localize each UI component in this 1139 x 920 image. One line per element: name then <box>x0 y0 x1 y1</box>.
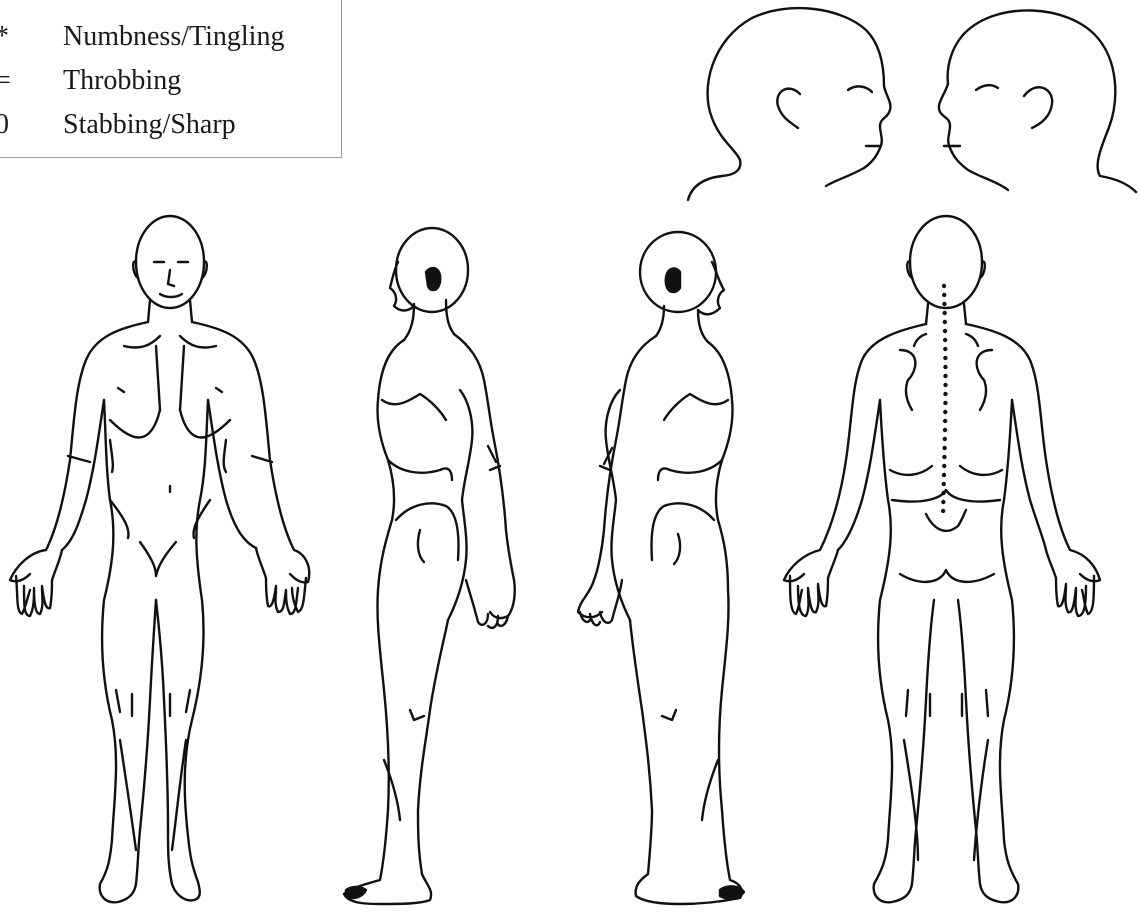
head-profile-left[interactable] <box>688 8 890 200</box>
spine-dot <box>943 329 947 333</box>
spine-dot <box>943 437 947 441</box>
head-profile-right[interactable] <box>939 10 1136 192</box>
body-front-view[interactable] <box>10 216 309 902</box>
body-side-view-right-facing[interactable] <box>344 228 515 904</box>
spine-dot <box>943 392 947 396</box>
spine-dot <box>942 302 946 306</box>
spine-dot <box>943 365 947 369</box>
spine-dot <box>942 482 946 486</box>
body-side-view-left-facing[interactable] <box>578 232 744 904</box>
spine-dot <box>941 509 945 513</box>
spine-dot <box>943 419 947 423</box>
spine-dot <box>943 356 947 360</box>
body-back-view[interactable] <box>784 216 1100 902</box>
spine-dot <box>941 491 945 495</box>
spine-dot <box>942 311 946 315</box>
spine-dot <box>943 383 947 387</box>
spine-dot <box>942 473 946 477</box>
spine-dot <box>942 446 946 450</box>
spine-dot <box>943 320 947 324</box>
spine-dot <box>942 293 946 297</box>
spine-dot <box>943 401 947 405</box>
spine-dot <box>943 410 947 414</box>
spine-dot <box>943 338 947 342</box>
spine-dot <box>942 455 946 459</box>
spine-dot <box>943 347 947 351</box>
spine-dot <box>943 428 947 432</box>
spine-dot <box>943 374 947 378</box>
spine-dot <box>942 284 946 288</box>
spine-dot <box>941 500 945 504</box>
spine-dot <box>942 464 946 468</box>
spine-dotted-line <box>941 284 948 513</box>
